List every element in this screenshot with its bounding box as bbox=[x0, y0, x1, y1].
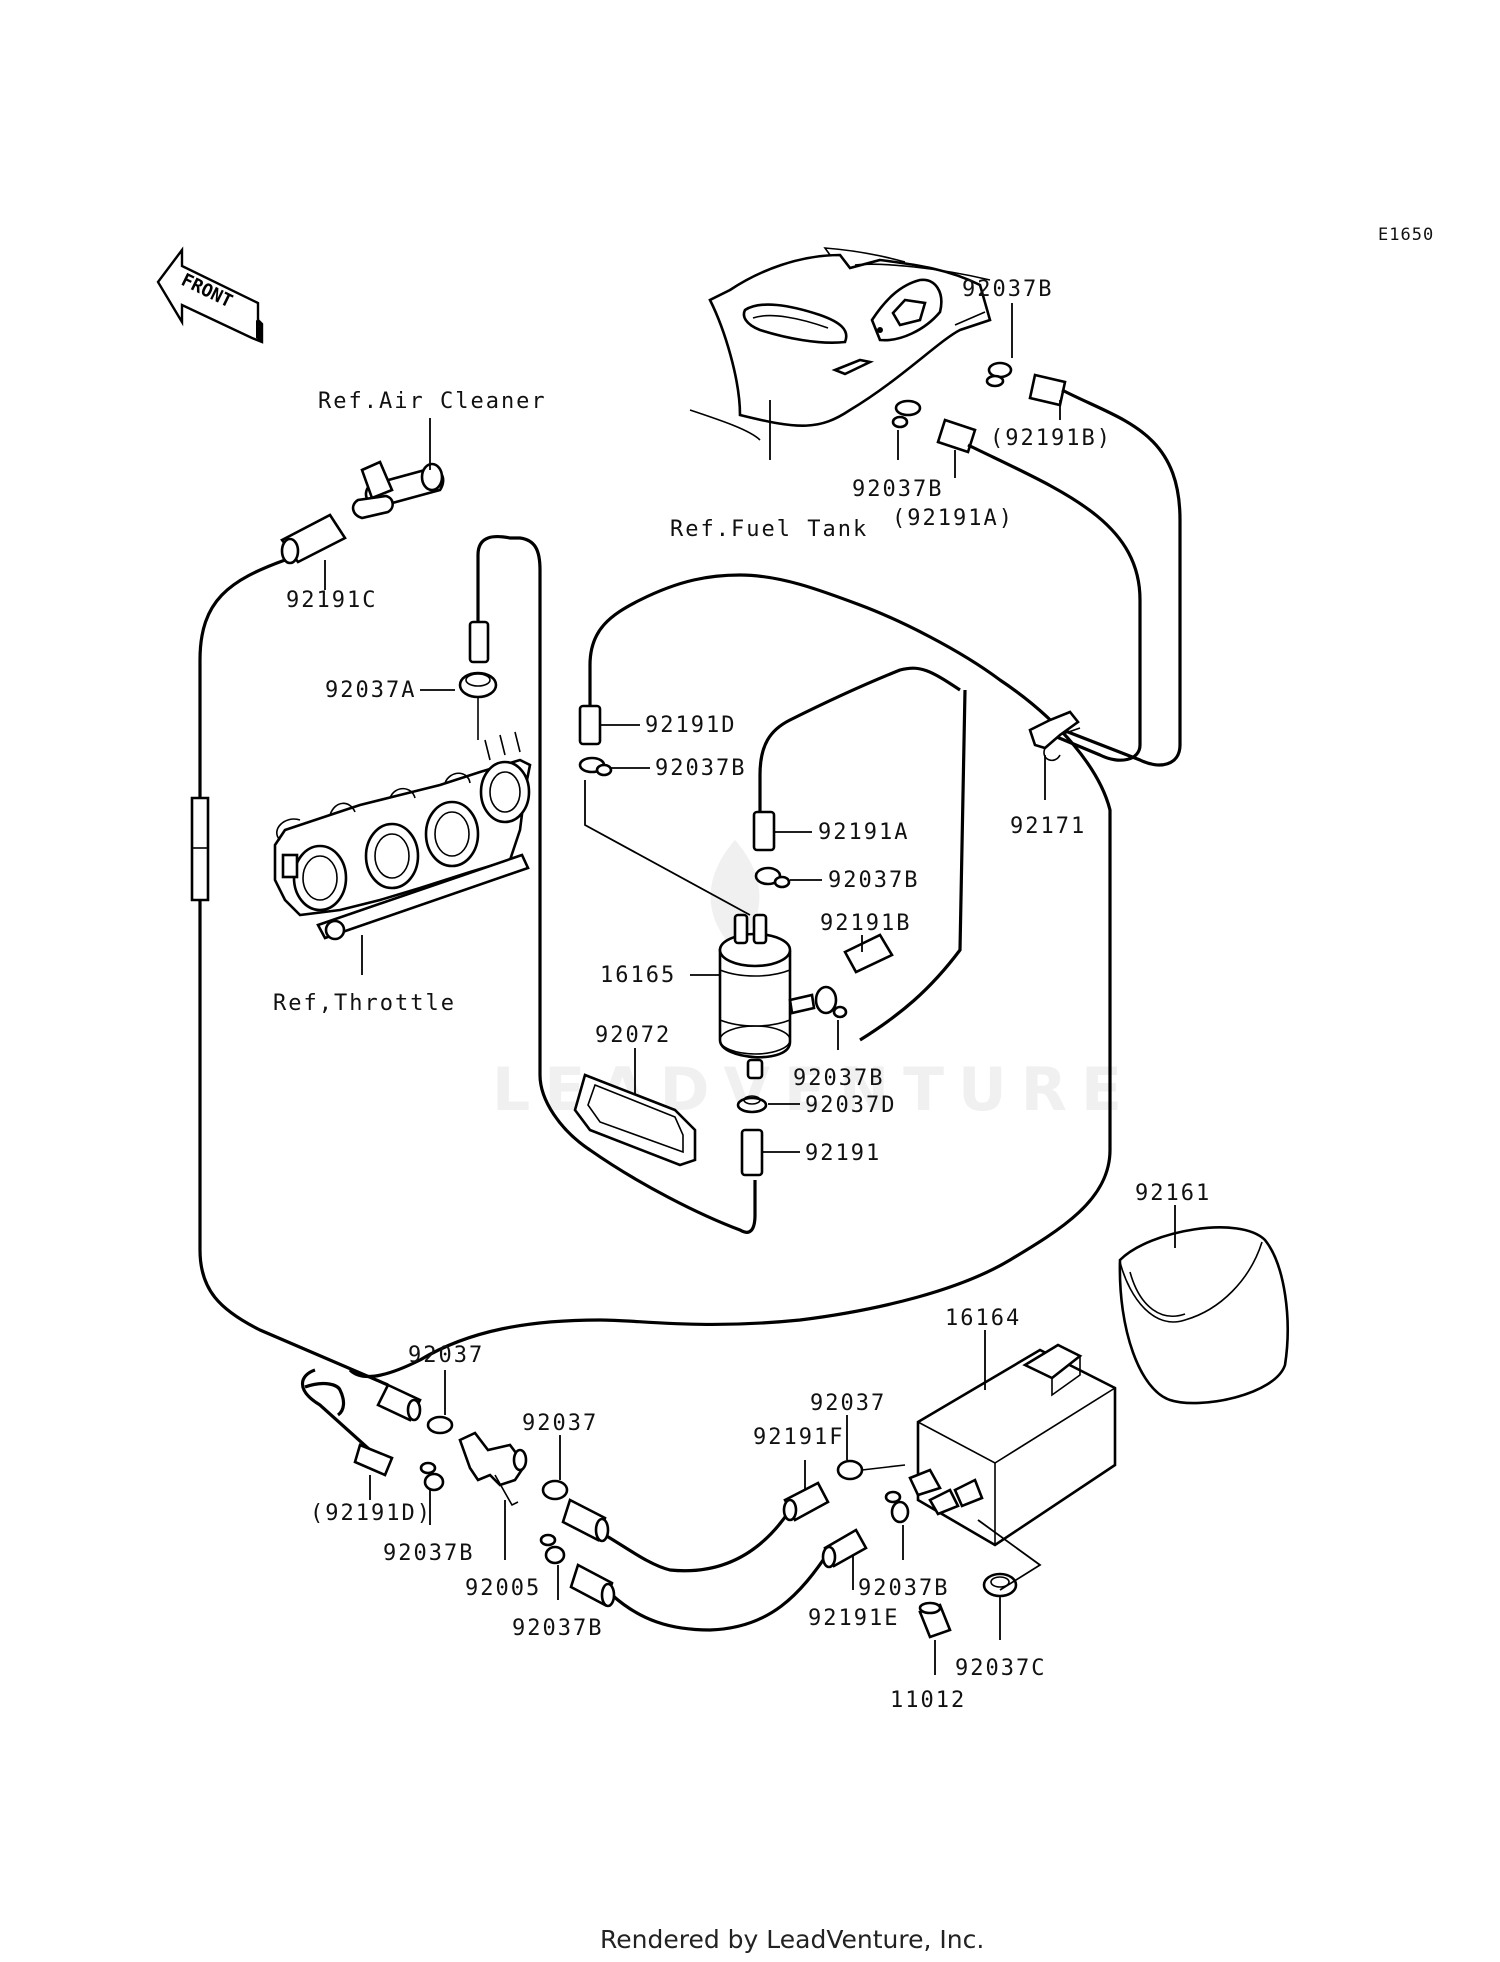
clamp-92037B-tank bbox=[891, 399, 922, 429]
callout-92005: 92005 bbox=[465, 1576, 541, 1601]
clamp-92037B-bc bbox=[539, 1533, 566, 1565]
hose-tank-left bbox=[967, 443, 1142, 762]
callout-92037B-top: 92037B bbox=[962, 277, 1053, 302]
callout-92037D: 92037D bbox=[805, 1093, 896, 1118]
callout-92161: 92161 bbox=[1135, 1181, 1211, 1206]
hose-filter-outer-loop bbox=[348, 573, 1112, 1379]
hose-92191-throttle bbox=[468, 620, 490, 664]
footer-credit: Rendered by LeadVenture, Inc. bbox=[600, 1925, 984, 1954]
callout-92037B-tank: 92037B bbox=[852, 477, 943, 502]
callout-92037-center: 92037 bbox=[522, 1411, 598, 1436]
leader-canister-clamp bbox=[977, 1519, 1042, 1591]
callout-92191B-paren: (92191B) bbox=[990, 426, 1112, 451]
cap-11012 bbox=[918, 1601, 952, 1639]
clip-92171 bbox=[1028, 710, 1081, 762]
hose-air-cleaner bbox=[198, 558, 389, 1387]
hose-filter-side bbox=[859, 689, 967, 1042]
hose-throttle-vacuum bbox=[476, 534, 757, 1234]
front-arrow-icon: FRONT bbox=[156, 246, 264, 344]
hose-top-joint bbox=[376, 1383, 422, 1422]
callout-92191D-paren: (92191D) bbox=[310, 1501, 432, 1526]
band-92072 bbox=[573, 1073, 697, 1167]
sleeve-92161 bbox=[1118, 1226, 1289, 1405]
hose-92191B bbox=[843, 933, 894, 974]
hose-bottom-left bbox=[300, 1368, 372, 1452]
air-cleaner-ref-label: Ref.Air Cleaner bbox=[318, 389, 547, 414]
callout-92191A: 92191A bbox=[818, 820, 909, 845]
clamp-92037B-top bbox=[985, 361, 1013, 388]
hose-tee-upper bbox=[561, 1498, 610, 1543]
hose-92191F bbox=[782, 1481, 830, 1522]
callout-16164: 16164 bbox=[945, 1306, 1021, 1331]
air-cleaner-ref bbox=[351, 418, 445, 520]
callout-92191A-paren: (92191A) bbox=[892, 506, 1014, 531]
callout-92037-right: 92037 bbox=[810, 1391, 886, 1416]
hose-canister-lower bbox=[610, 1549, 832, 1632]
callout-92037B-bl: 92037B bbox=[383, 1541, 474, 1566]
callout-92037B-filter-in: 92037B bbox=[655, 756, 746, 781]
callout-92072: 92072 bbox=[595, 1023, 671, 1048]
diagram-code: E1650 bbox=[1378, 225, 1434, 245]
hose-filter-inner bbox=[758, 666, 961, 835]
callout-92037B-mid: 92037B bbox=[828, 868, 919, 893]
hose-92191D-bottom bbox=[353, 1443, 394, 1477]
callout-92191: 92191 bbox=[805, 1141, 881, 1166]
clamp-92037D bbox=[736, 1095, 768, 1114]
callout-92171: 92171 bbox=[1010, 814, 1086, 839]
hose-92191D bbox=[578, 704, 602, 746]
hose-92191 bbox=[740, 1128, 764, 1177]
callout-16165: 16165 bbox=[600, 963, 676, 988]
clamp-92037A bbox=[458, 671, 498, 740]
fuel-tank-ref bbox=[689, 247, 992, 460]
fuel-filter-16165 bbox=[690, 913, 816, 1080]
hose-tank-right bbox=[1049, 388, 1182, 767]
hose-92191A-tank bbox=[936, 418, 977, 454]
callout-92037-left: 92037 bbox=[408, 1343, 484, 1368]
callout-92037B-br: 92037B bbox=[858, 1576, 949, 1601]
clamp-92037B-mid bbox=[754, 866, 791, 889]
hose-92191A bbox=[752, 810, 776, 852]
canister-16164 bbox=[908, 1343, 1117, 1547]
callout-92191C: 92191C bbox=[286, 588, 377, 613]
hose-92191C bbox=[280, 513, 347, 565]
callout-11012: 11012 bbox=[890, 1688, 966, 1713]
throttle-ref-label: Ref,Throttle bbox=[273, 991, 456, 1016]
fuel-tank-ref-label: Ref.Fuel Tank bbox=[670, 517, 868, 542]
tee-fitting-92005 bbox=[458, 1431, 528, 1507]
hose-92191E bbox=[821, 1528, 868, 1569]
callout-92037B-lower: 92037B bbox=[793, 1066, 884, 1091]
callout-92191F: 92191F bbox=[753, 1425, 844, 1450]
callout-92191E: 92191E bbox=[808, 1606, 899, 1631]
callout-92191D: 92191D bbox=[645, 713, 736, 738]
throttle-body-ref bbox=[273, 731, 532, 975]
clamp-92037B-filter-in bbox=[578, 756, 613, 777]
hose-joint-left bbox=[190, 796, 210, 902]
clamp-92037-left bbox=[426, 1415, 454, 1435]
clamp-92037B-lower bbox=[814, 985, 848, 1019]
callout-92037A: 92037A bbox=[325, 678, 416, 703]
callout-92037C: 92037C bbox=[955, 1656, 1046, 1681]
clamp-92037-center bbox=[541, 1479, 569, 1501]
hose-canister-upper bbox=[604, 1509, 792, 1573]
clamp-92037C bbox=[982, 1572, 1018, 1598]
clamp-92037-right bbox=[836, 1459, 906, 1481]
leader-filter-in bbox=[584, 780, 751, 916]
clamp-92037B-br bbox=[884, 1490, 910, 1524]
callout-92037B-bc: 92037B bbox=[512, 1616, 603, 1641]
clamp-92037B-bl bbox=[419, 1461, 445, 1492]
hose-tee-lower bbox=[569, 1563, 616, 1608]
callout-92191B: 92191B bbox=[820, 911, 911, 936]
